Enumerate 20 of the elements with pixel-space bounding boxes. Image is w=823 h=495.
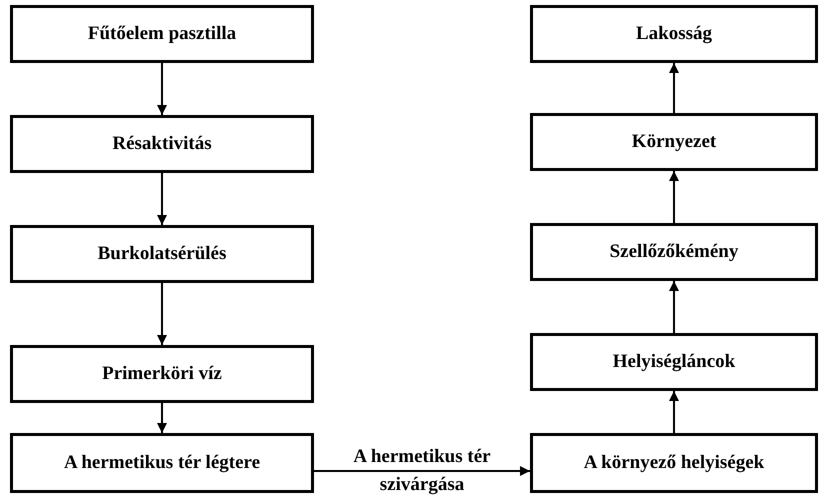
- process-box: A hermetikus tér légtere: [10, 433, 314, 493]
- process-box: Lakosság: [530, 5, 818, 63]
- arrow: [157, 283, 167, 345]
- process-box: Szellőzőkémény: [530, 223, 818, 281]
- process-box: A környező helyiségek: [530, 433, 818, 493]
- arrow: [157, 403, 167, 433]
- process-box: Primerköri víz: [10, 345, 314, 403]
- process-box: Környezet: [530, 113, 818, 171]
- arrow: [669, 171, 679, 223]
- arrow: [157, 173, 167, 225]
- process-box: Fűtőelem pasztilla: [10, 5, 314, 63]
- arrow: [314, 466, 530, 476]
- arrow: [669, 63, 679, 113]
- edge-label: A hermetikus tér szivárgása: [352, 445, 492, 495]
- arrow: [669, 391, 679, 433]
- arrow: [669, 281, 679, 333]
- process-box: Helyiségláncok: [530, 333, 818, 391]
- process-box: Burkolatsérülés: [10, 225, 314, 283]
- process-box: Résaktivitás: [10, 115, 314, 173]
- arrow: [157, 63, 167, 115]
